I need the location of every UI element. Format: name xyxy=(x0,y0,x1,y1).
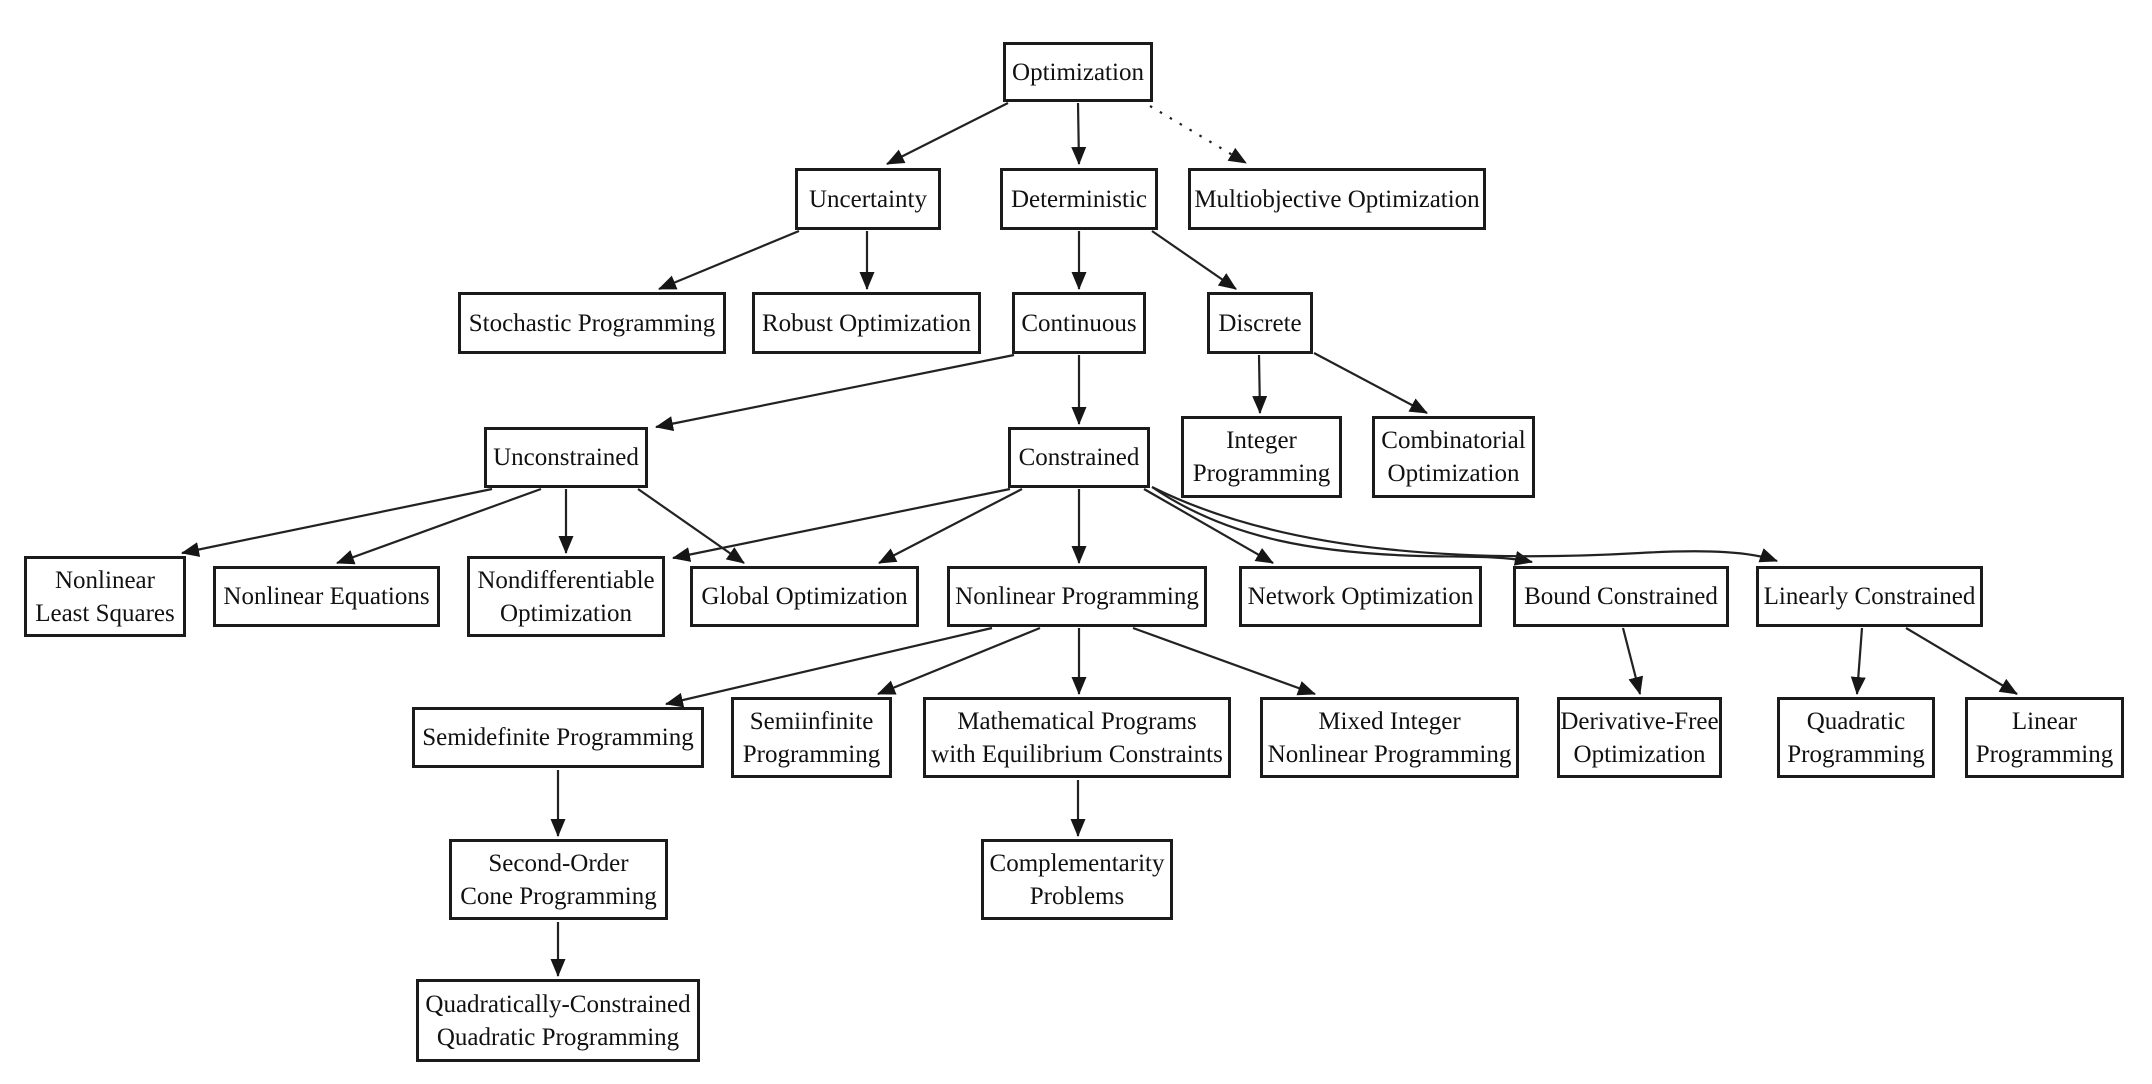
edge-continuous-unconstrained xyxy=(655,353,1015,432)
edge-constrained-nondiff xyxy=(672,487,1011,562)
edge-linearly-lp xyxy=(1905,627,2018,695)
node-linear-programming: Linear Programming xyxy=(1965,697,2124,778)
edge-constrained-bound xyxy=(1151,486,1533,566)
node-multiobjective-optimization: Multiobjective Optimization xyxy=(1188,168,1486,230)
node-mixed-integer-nonlinear-programming: Mixed Integer Nonlinear Programming xyxy=(1260,697,1519,778)
node-semidefinite-programming: Semidefinite Programming xyxy=(412,707,704,768)
edge-optimization-uncertainty xyxy=(886,102,1009,165)
node-uncertainty: Uncertainty xyxy=(795,168,941,230)
node-quadratically-constrained-quadratic-programming: Quadratically-Constrained Quadratic Prog… xyxy=(416,979,700,1062)
edge-deterministic-discrete xyxy=(1151,230,1237,290)
edge-nlp-sip xyxy=(877,626,1041,696)
node-quadratic-programming: Quadratic Programming xyxy=(1777,697,1935,778)
node-robust-optimization: Robust Optimization xyxy=(752,292,981,354)
node-unconstrained: Unconstrained xyxy=(484,427,648,488)
edge-unconstrained-nleq xyxy=(336,487,542,565)
edge-uncertainty-stochastic xyxy=(658,229,800,291)
node-bound-constrained: Bound Constrained xyxy=(1513,566,1729,627)
node-second-order-cone-programming: Second-Order Cone Programming xyxy=(449,839,668,920)
node-discrete: Discrete xyxy=(1207,292,1313,354)
node-mathematical-programs-with-equilibrium-constraints: Mathematical Programs with Equilibrium C… xyxy=(923,697,1231,778)
node-network-optimization: Network Optimization xyxy=(1239,566,1482,627)
edge-optimization-deterministic xyxy=(1071,102,1087,165)
edge-optimization-multiobjective xyxy=(1149,105,1247,164)
edge-discrete-combinatorial xyxy=(1313,352,1428,414)
edge-unconstrained-global xyxy=(637,488,745,564)
node-nondifferentiable-optimization: Nondifferentiable Optimization xyxy=(467,556,665,637)
node-constrained: Constrained xyxy=(1008,427,1150,488)
edge-nlp-minlp xyxy=(1132,626,1316,696)
edge-unconstrained-nls xyxy=(181,487,493,557)
edge-constrained-network xyxy=(1143,488,1274,564)
node-combinatorial-optimization: Combinatorial Optimization xyxy=(1372,416,1535,498)
node-linearly-constrained: Linearly Constrained xyxy=(1756,566,1983,627)
node-continuous: Continuous xyxy=(1012,292,1146,354)
edge-constrained-linearly xyxy=(1151,486,1778,563)
node-nonlinear-least-squares: Nonlinear Least Squares xyxy=(24,556,186,637)
node-complementarity-problems: Complementarity Problems xyxy=(981,839,1173,920)
node-stochastic-programming: Stochastic Programming xyxy=(458,292,726,354)
edge-nlp-sdp xyxy=(665,626,993,708)
node-semiinfinite-programming: Semiinfinite Programming xyxy=(731,697,892,778)
edge-linearly-qp xyxy=(1850,627,1866,695)
edge-bound-dfo xyxy=(1621,627,1644,695)
edge-discrete-integer xyxy=(1252,354,1268,414)
node-global-optimization: Global Optimization xyxy=(690,566,919,627)
node-nonlinear-equations: Nonlinear Equations xyxy=(213,566,440,627)
node-optimization: Optimization xyxy=(1003,42,1153,102)
node-integer-programming: Integer Programming xyxy=(1181,416,1342,498)
edge-constrained-global xyxy=(878,488,1023,564)
node-nonlinear-programming: Nonlinear Programming xyxy=(947,566,1207,627)
node-deterministic: Deterministic xyxy=(1000,168,1158,230)
node-derivative-free-optimization: Derivative-Free Optimization xyxy=(1557,697,1722,778)
